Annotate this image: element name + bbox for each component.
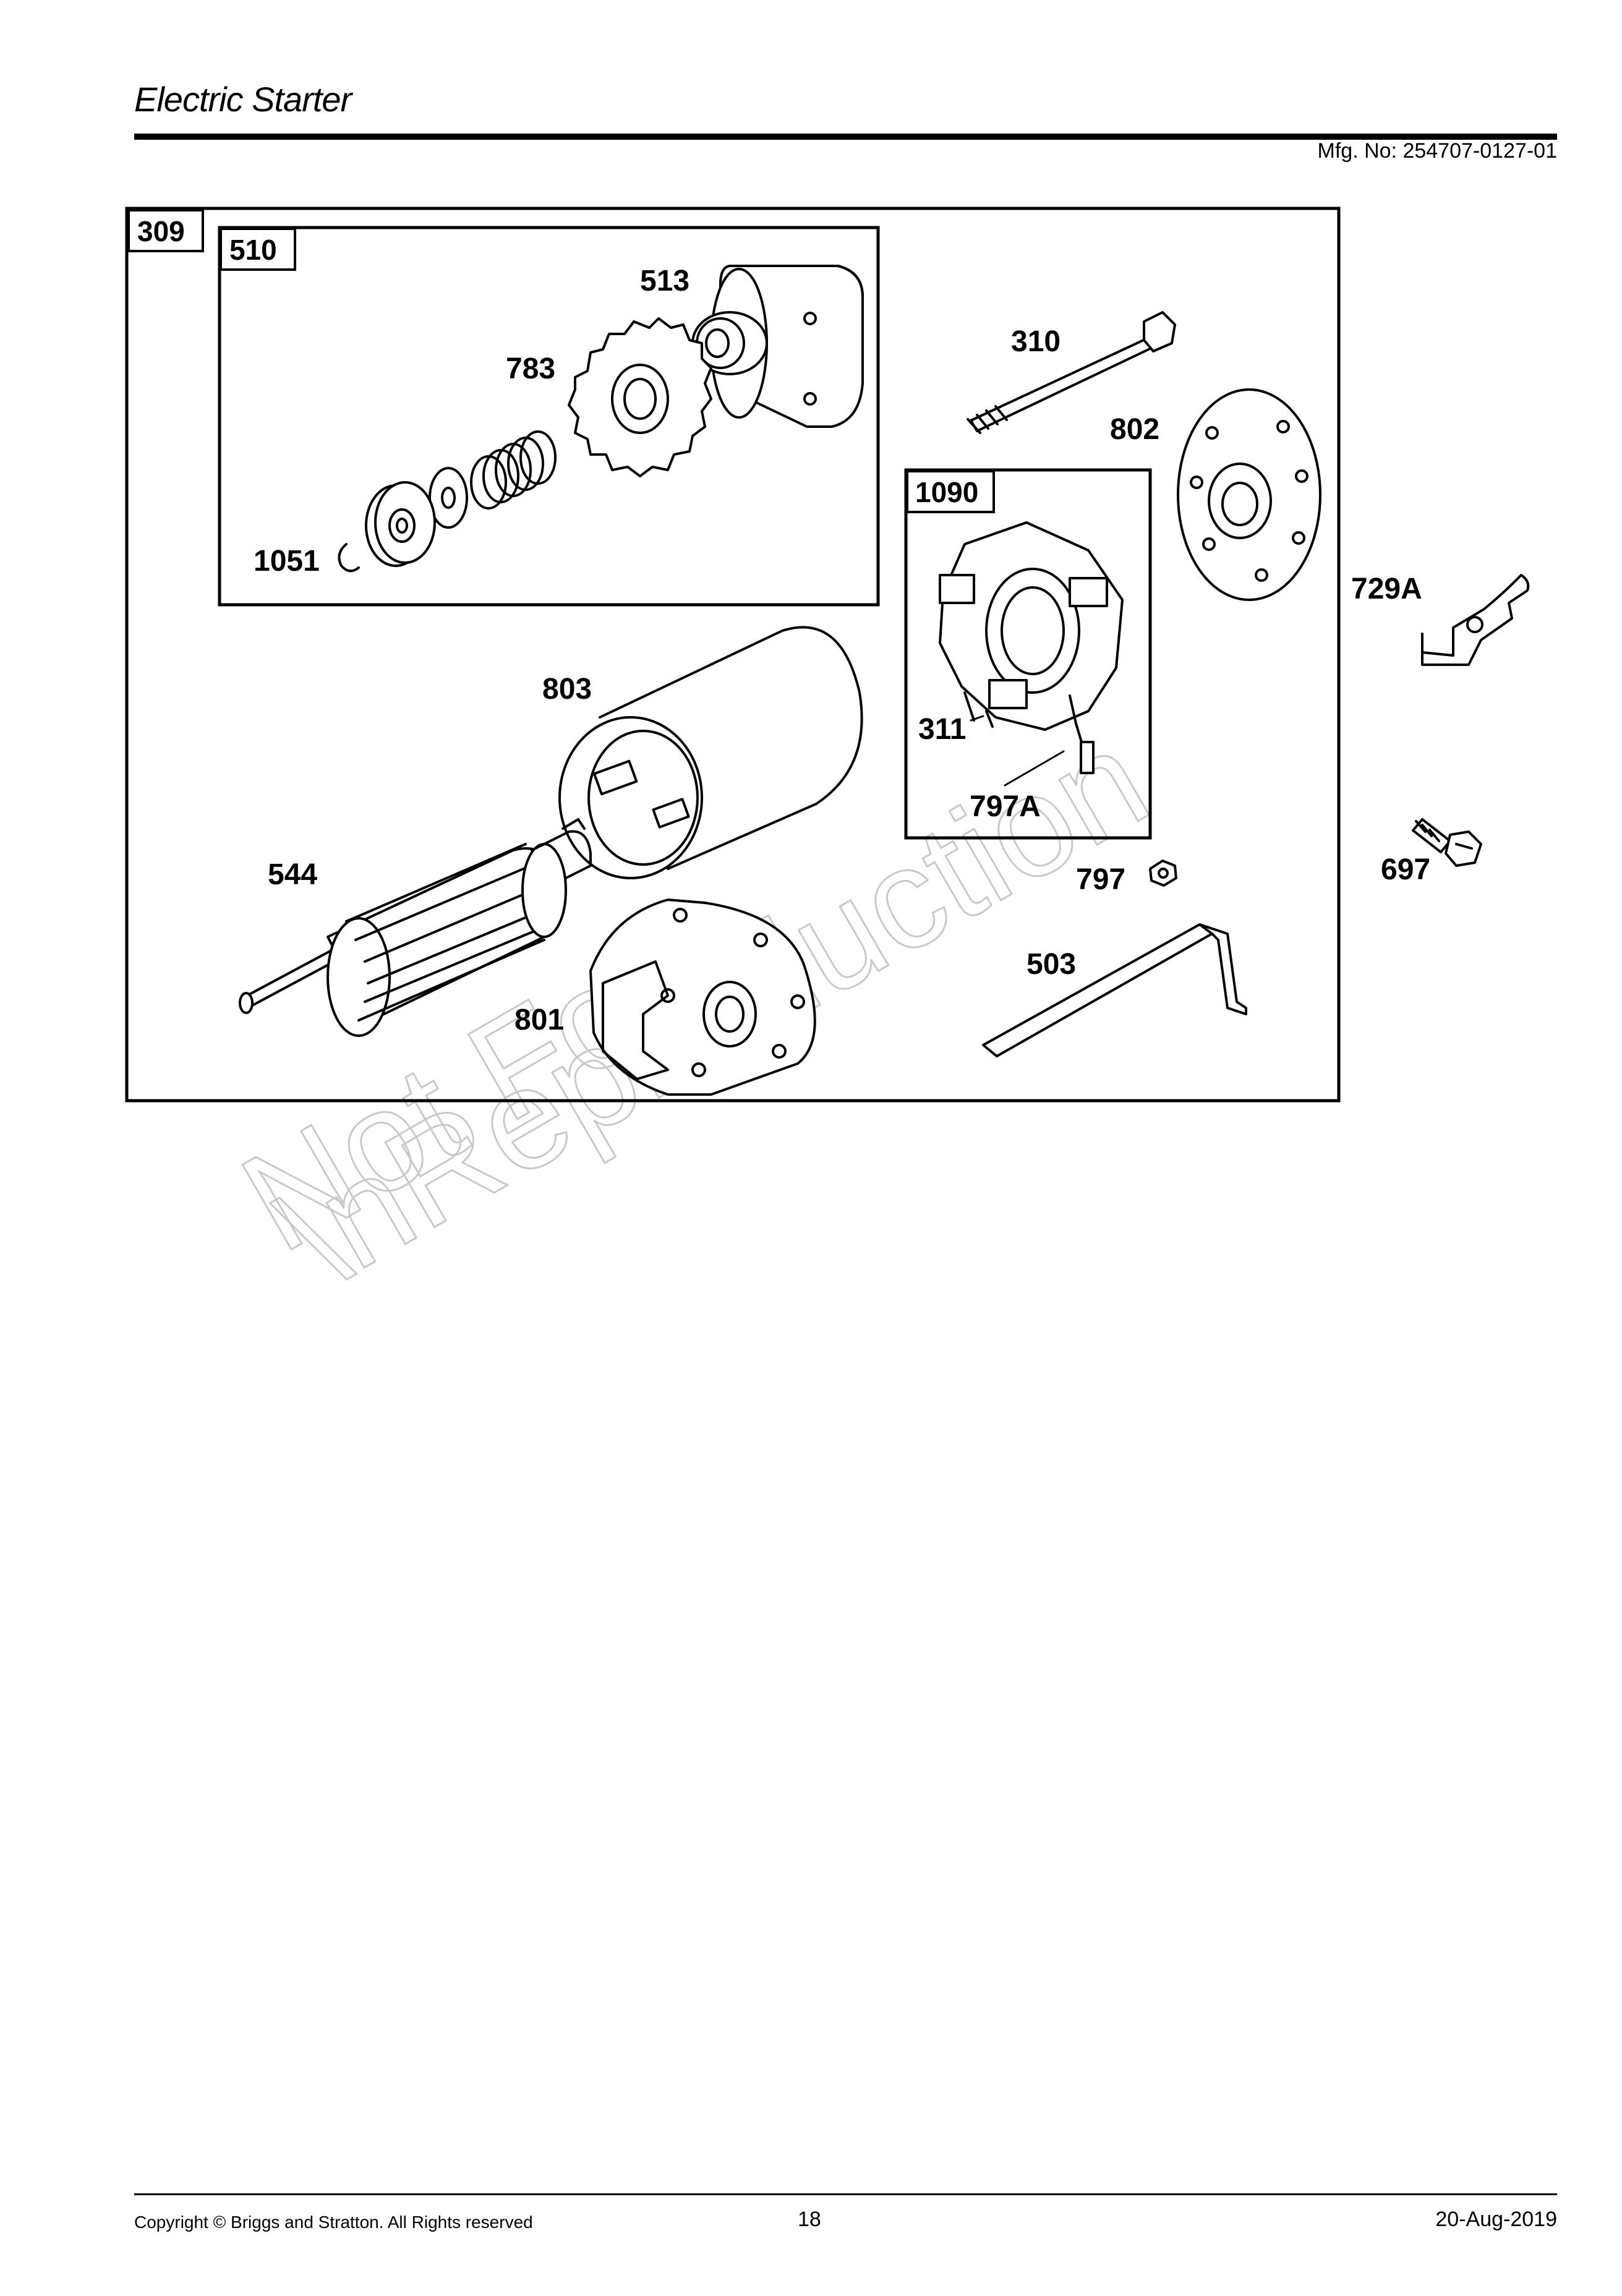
part-783-pinion-gear <box>568 317 712 477</box>
callout-513: 513 <box>640 265 689 297</box>
footer-date: 20-Aug-2019 <box>1435 2208 1557 2231</box>
callout-544: 544 <box>268 858 317 891</box>
callout-1051: 1051 <box>254 545 320 578</box>
part-801-mounting-plate <box>589 898 816 1096</box>
callout-797a: 797A <box>970 790 1041 823</box>
part-1090-brush-holder <box>939 521 1124 774</box>
callout-801: 801 <box>514 1004 564 1036</box>
part-drive-collar <box>365 481 436 567</box>
part-drive-spring <box>470 430 557 510</box>
group-box-1090-label-frame <box>906 470 995 513</box>
page-title: Electric Starter <box>134 80 352 119</box>
title-rule <box>134 134 1557 140</box>
group-box-1090 <box>904 468 1152 840</box>
part-802-end-plate <box>1177 388 1321 601</box>
part-310-through-bolt <box>967 311 1176 434</box>
callout-797: 797 <box>1076 863 1125 896</box>
group-box-510 <box>218 226 880 607</box>
callout-783: 783 <box>506 352 555 385</box>
footer-rule <box>134 2193 1557 2195</box>
callout-503: 503 <box>1027 948 1076 981</box>
part-729a-bracket <box>1421 574 1530 666</box>
leader-797a <box>1004 750 1065 787</box>
footer-copyright: Copyright © Briggs and Stratton. All Rig… <box>134 2213 533 2232</box>
part-1051-retaining-ring <box>338 543 360 573</box>
group-box-510-label: 510 <box>229 234 277 266</box>
callout-310: 310 <box>1011 325 1061 358</box>
callout-729a: 729A <box>1351 573 1422 605</box>
callout-697: 697 <box>1381 853 1430 886</box>
callout-803: 803 <box>542 673 592 706</box>
mfg-number: Mfg. No: 254707-0127-01 <box>1317 139 1557 163</box>
part-503-strap <box>982 923 1247 1057</box>
group-box-1090-label: 1090 <box>915 476 978 508</box>
group-box-309-label-frame <box>127 209 204 252</box>
part-544-armature <box>239 818 592 1037</box>
part-513-drive-housing <box>691 265 864 428</box>
group-box-309 <box>125 207 1341 1103</box>
page-number: 18 <box>798 2208 821 2231</box>
part-797-nut <box>1149 860 1177 887</box>
leader-311 <box>970 715 984 722</box>
group-box-510-label-frame <box>220 228 296 271</box>
group-box-309-label: 309 <box>137 215 185 247</box>
part-803-frame-housing <box>558 626 863 879</box>
callout-802: 802 <box>1110 413 1159 446</box>
part-697-screw <box>1412 818 1482 867</box>
callout-311: 311 <box>918 713 966 746</box>
